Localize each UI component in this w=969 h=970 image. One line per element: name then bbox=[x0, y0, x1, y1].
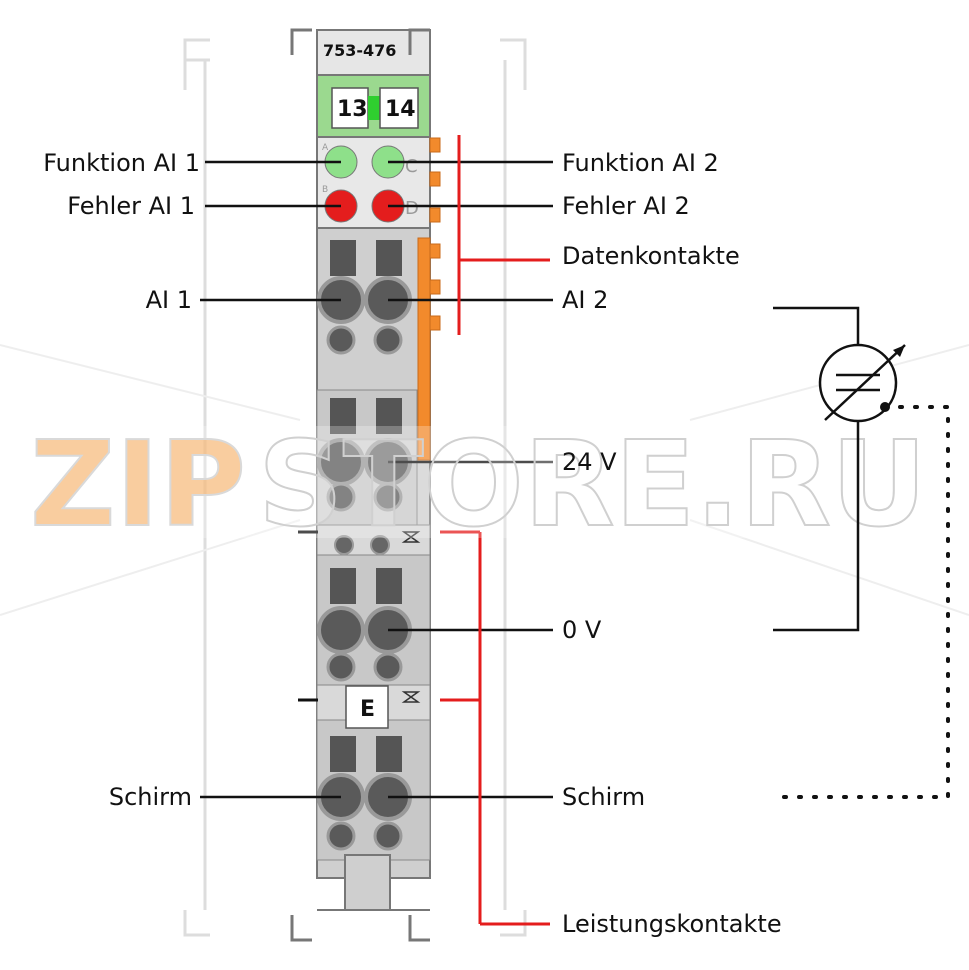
label-fehler-ai2: Fehler AI 2 bbox=[562, 192, 690, 220]
data-contacts bbox=[417, 137, 441, 461]
label-schirm-right: Schirm bbox=[562, 783, 645, 811]
led-letter-a: A bbox=[322, 143, 329, 153]
label-funktion-ai1: Funktion AI 1 bbox=[43, 149, 200, 177]
label-ai1: AI 1 bbox=[146, 286, 192, 314]
label-0v: 0 V bbox=[562, 616, 602, 644]
terminal-13-box bbox=[331, 87, 369, 129]
label-ai2: AI 2 bbox=[562, 286, 608, 314]
label-24v: 24 V bbox=[562, 448, 617, 476]
leader-lines-right bbox=[388, 160, 553, 799]
label-funktion-ai2: Funktion AI 2 bbox=[562, 149, 719, 177]
watermark: ZIP STORE.RU bbox=[22, 414, 942, 554]
part-number: 753-476 bbox=[323, 41, 396, 60]
datenkontakte-bracket bbox=[457, 135, 550, 335]
connector-group-2 bbox=[317, 398, 412, 512]
label-schirm-left: Schirm bbox=[109, 783, 192, 811]
led-letter-c: C bbox=[405, 156, 418, 177]
connector-group-3 bbox=[317, 568, 412, 682]
led-letter-d: D bbox=[405, 198, 419, 219]
led-letter-b: B bbox=[322, 185, 328, 195]
watermark-store: STORE.RU bbox=[258, 415, 927, 553]
marker-e bbox=[345, 685, 421, 729]
label-datenkontakte: Datenkontakte bbox=[562, 242, 740, 270]
label-fehler-ai1: Fehler AI 1 bbox=[67, 192, 195, 220]
terminal-13-label: 13 bbox=[337, 97, 368, 122]
leader-lines-left bbox=[200, 160, 341, 799]
watermark-zip: ZIP bbox=[30, 415, 246, 553]
label-leistungskontakte: Leistungskontakte bbox=[562, 910, 782, 938]
terminal-14-label: 14 bbox=[385, 97, 416, 122]
marker-e-label: E bbox=[360, 697, 375, 722]
sensor-symbol bbox=[773, 306, 906, 632]
terminal-14-box bbox=[379, 87, 419, 129]
terminal-bridge bbox=[368, 96, 380, 120]
shield-dotted-line bbox=[773, 405, 950, 799]
leistungskontakte-bracket bbox=[440, 530, 550, 926]
connector-spacer bbox=[334, 531, 421, 555]
rail-outline bbox=[183, 38, 527, 937]
